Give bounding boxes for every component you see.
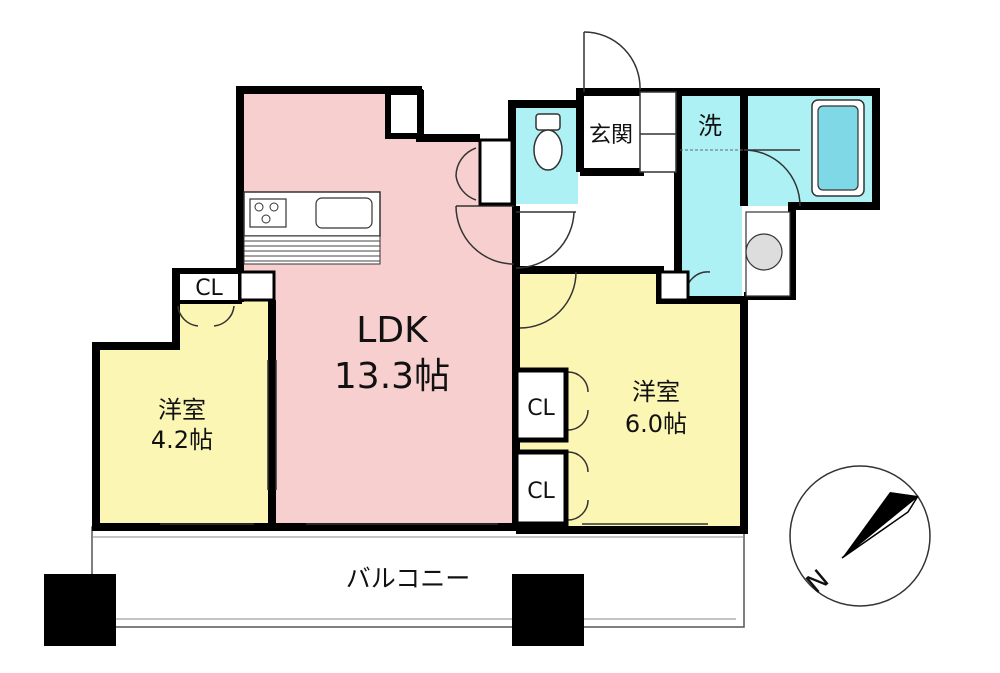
western-left-size: 4.2帖 [151,426,213,454]
toilet-fixture [533,113,563,171]
sink [315,197,373,229]
western-left-name: 洋室 [158,396,206,424]
balcony-label: バルコニー [346,564,471,593]
pillar-left [44,574,116,646]
washroom-label: 洗 [698,112,722,140]
western-right-name: 洋室 [632,378,680,406]
kitchen-counter [243,191,381,265]
closets: CL CL CL [176,138,690,527]
ldk-floor [240,90,516,527]
balcony: バルコニー [44,526,745,646]
closet-label-right-lower: CL [527,479,555,504]
closet-label-right-upper: CL [527,396,555,421]
western-room-left-floor [96,300,270,527]
compass: N [789,465,931,607]
windows [160,360,708,525]
bathtub [811,99,865,197]
pillar-right [512,574,584,646]
ldk-size: 13.3帖 [334,356,450,397]
western-room-right-floor [516,270,744,527]
western-right-size: 6.0帖 [625,410,687,438]
ldk-name: LDK [356,310,429,351]
room-labels: LDK 13.3帖 洋室 4.2帖 洋室 6.0帖 玄関 洗 [151,112,722,454]
closet-label-left: CL [195,276,223,301]
washer-pan [745,211,791,297]
entrance-label: 玄関 [589,123,633,148]
wash-floor [676,92,742,296]
door-swings [177,31,801,521]
